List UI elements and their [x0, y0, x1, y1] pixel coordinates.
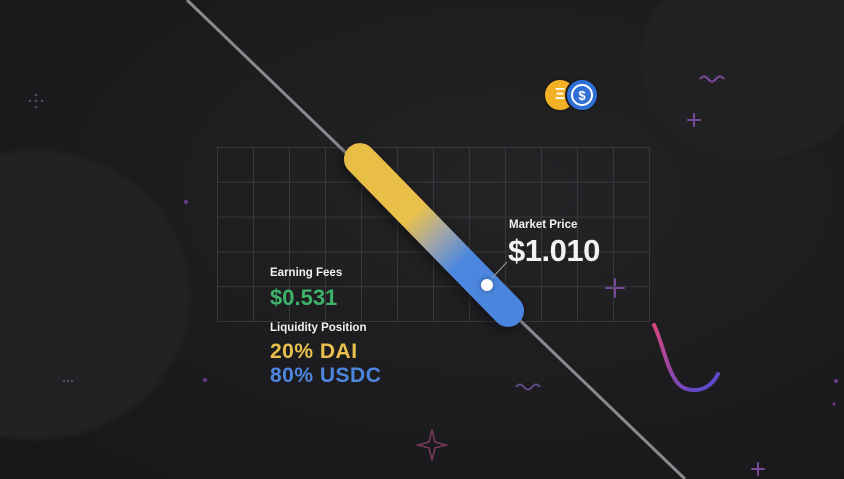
dai-share: 20% DAI [270, 340, 358, 363]
usdc-share: 80% USDC [270, 364, 382, 387]
squiggle-icon [699, 75, 725, 83]
sparkle-icon [414, 429, 450, 461]
dot-icon [184, 200, 188, 204]
market-price-marker[interactable] [481, 279, 493, 291]
market-price-value: $1.010 [508, 233, 600, 268]
market-price-label: Market Price [509, 219, 578, 231]
usdc-coin-icon: $ [565, 78, 599, 112]
dot-icon [832, 402, 836, 406]
curve-decoration [652, 323, 720, 393]
token-pair: Ξ $ [543, 78, 599, 112]
liquidity-position-label: Liquidity Position [270, 322, 367, 334]
earning-fees-label: Earning Fees [270, 267, 343, 279]
dot-icon [834, 379, 838, 383]
earning-fees-value: $0.531 [270, 285, 338, 310]
squiggle-icon [515, 383, 541, 391]
dot-icon [203, 378, 207, 382]
